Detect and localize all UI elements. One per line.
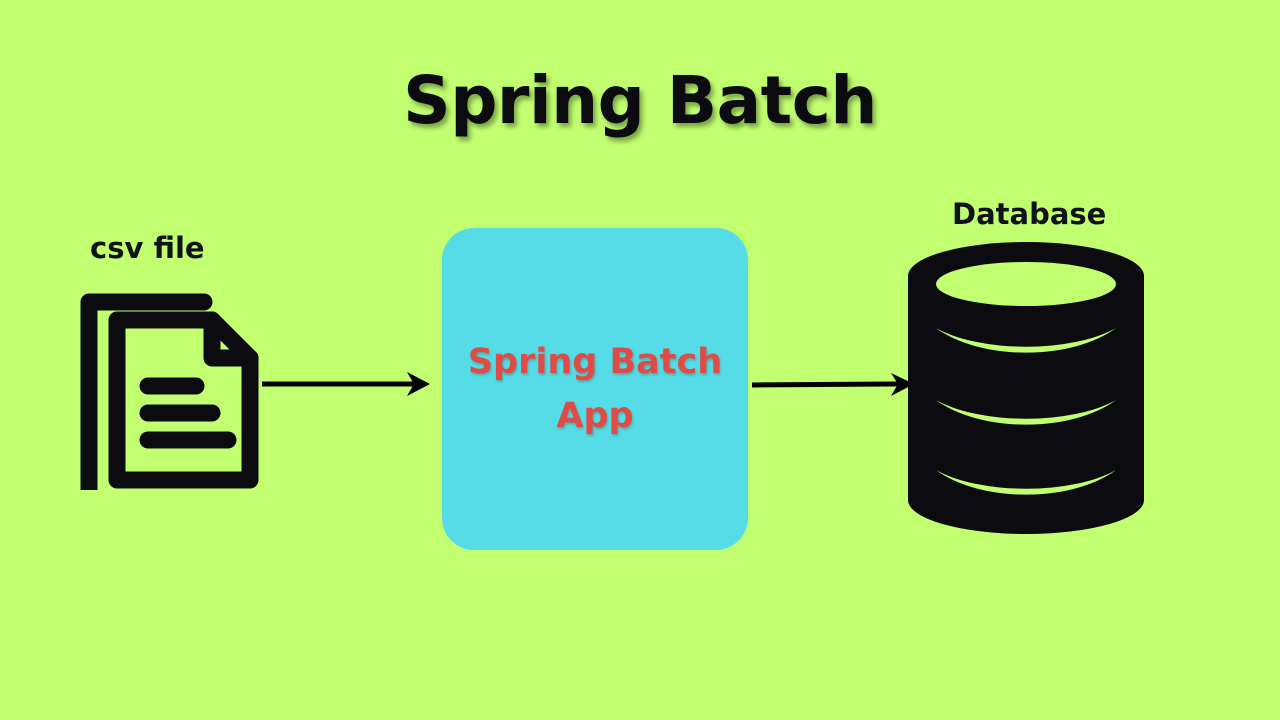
arrow-app-to-database: [751, 369, 914, 399]
spring-batch-app-label: Spring Batch App: [467, 341, 723, 436]
spring-batch-app-node[interactable]: Spring Batch App: [442, 228, 748, 550]
page-title: Spring Batch: [403, 62, 877, 139]
database-label: Database: [952, 197, 1107, 231]
csv-file-label: csv file: [90, 231, 205, 265]
documents-icon: [72, 280, 262, 490]
database-cylinder-icon: [900, 242, 1152, 534]
arrow-csv-to-app: [262, 369, 430, 399]
